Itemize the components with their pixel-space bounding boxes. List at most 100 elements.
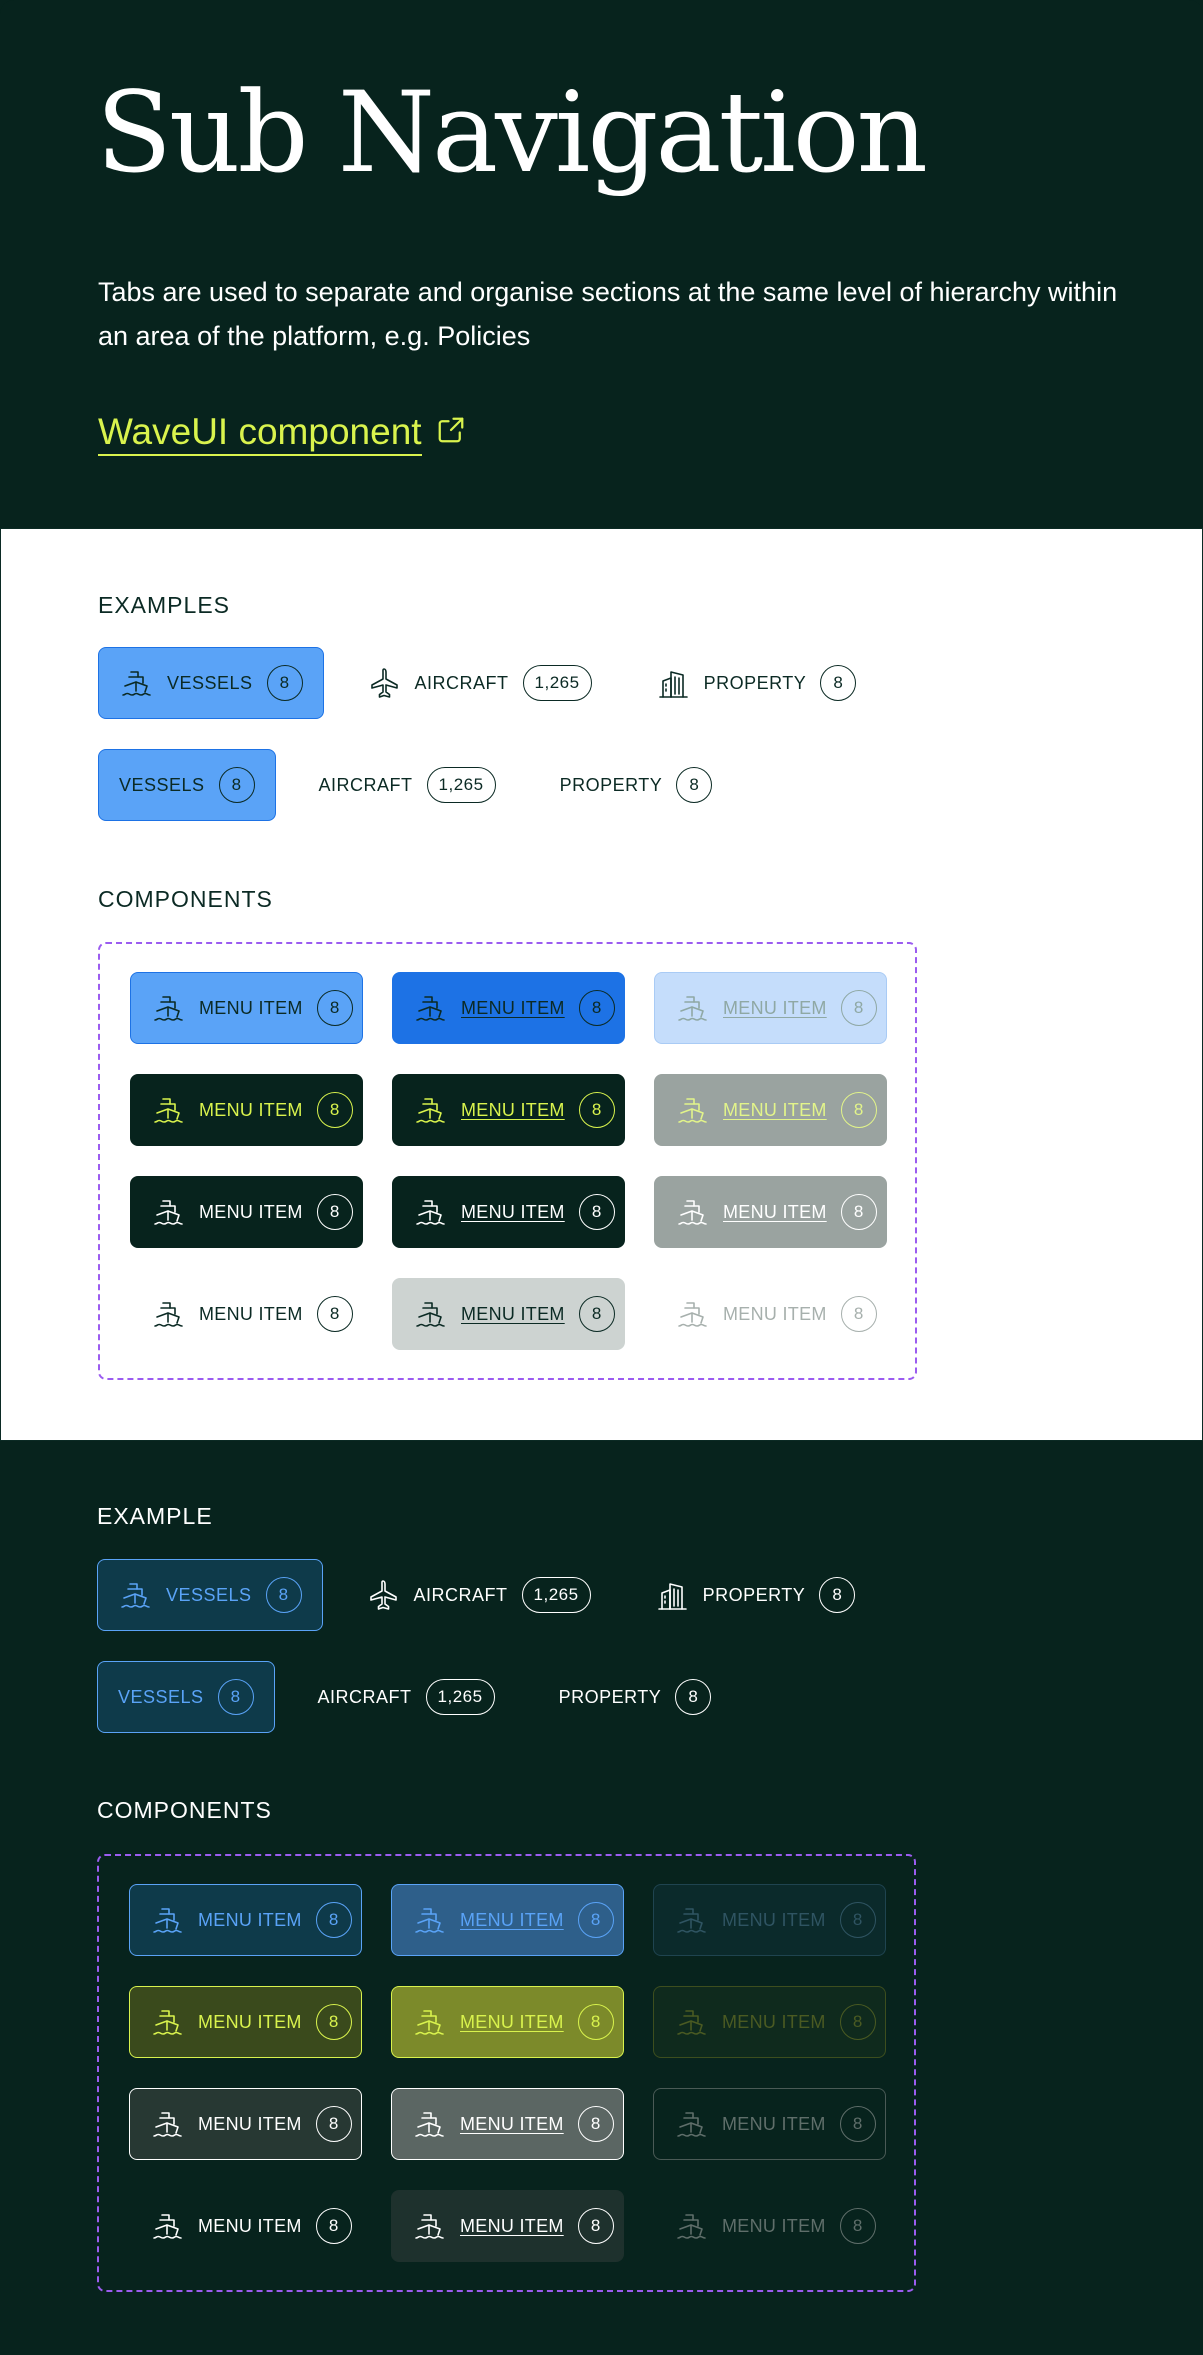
page-description: Tabs are used to separate and organise s… bbox=[98, 277, 1118, 351]
menu-item-label: MENU ITEM bbox=[461, 1099, 565, 1120]
menu-item-variant[interactable]: MENU ITEM 8 bbox=[392, 1278, 625, 1350]
menu-item-label: MENU ITEM bbox=[722, 2215, 826, 2236]
ship-icon bbox=[674, 1903, 708, 1937]
airplane-icon bbox=[366, 1578, 400, 1612]
tab-label: VESSELS bbox=[167, 672, 253, 693]
menu-item-variant[interactable]: MENU ITEM 8 bbox=[654, 1278, 887, 1350]
example-heading: EXAMPLE bbox=[97, 1503, 213, 1529]
menu-item-label: MENU ITEM bbox=[460, 2113, 564, 2134]
ship-icon bbox=[675, 1195, 709, 1229]
ship-icon bbox=[413, 1195, 447, 1229]
ship-icon bbox=[150, 2107, 184, 2141]
tab-property[interactable]: PROPERTY 8 bbox=[539, 749, 734, 821]
ship-icon bbox=[412, 2005, 446, 2039]
count-badge: 8 bbox=[315, 2106, 352, 2142]
menu-item-label: MENU ITEM bbox=[199, 997, 303, 1018]
airplane-icon bbox=[367, 666, 401, 700]
menu-item-label: MENU ITEM bbox=[723, 1201, 827, 1222]
count-badge: 8 bbox=[577, 2004, 614, 2040]
component-variants-box-dark: MENU ITEM 8 MENU ITEM 8 MENU ITEM 8 MENU IT… bbox=[97, 1854, 916, 2292]
count-badge: 8 bbox=[316, 1194, 353, 1230]
menu-item-label: MENU ITEM bbox=[199, 1303, 303, 1324]
count-badge: 8 bbox=[820, 665, 857, 701]
count-badge: 8 bbox=[578, 990, 615, 1026]
count-badge: 8 bbox=[578, 1296, 615, 1332]
menu-item-label: MENU ITEM bbox=[199, 1201, 303, 1222]
building-icon bbox=[656, 666, 690, 700]
count-badge: 8 bbox=[315, 2004, 352, 2040]
ship-icon bbox=[119, 666, 153, 700]
menu-item-variant[interactable]: MENU ITEM 8 bbox=[130, 1176, 363, 1248]
component-variants-box: MENU ITEM 8 MENU ITEM 8 MENU ITEM 8 MENU IT… bbox=[98, 942, 917, 1380]
building-icon bbox=[655, 1578, 689, 1612]
count-badge: 8 bbox=[266, 665, 303, 701]
menu-item-label: MENU ITEM bbox=[460, 2011, 564, 2032]
count-badge: 8 bbox=[577, 2106, 614, 2142]
count-badge: 1,265 bbox=[521, 1577, 591, 1613]
ship-icon bbox=[151, 1297, 185, 1331]
ship-icon bbox=[118, 1578, 152, 1612]
menu-item-variant[interactable]: MENU ITEM 8 bbox=[391, 2190, 624, 2262]
menu-item-variant[interactable]: MENU ITEM 8 bbox=[391, 1986, 624, 2058]
menu-item-label: MENU ITEM bbox=[198, 1909, 302, 1930]
waveui-component-link[interactable]: WaveUI component bbox=[98, 410, 466, 456]
menu-item-variant[interactable]: MENU ITEM 8 bbox=[391, 2088, 624, 2160]
menu-item-label: MENU ITEM bbox=[723, 1303, 827, 1324]
tab-label: PROPERTY bbox=[702, 1584, 806, 1605]
menu-item-label: MENU ITEM bbox=[460, 1909, 564, 1930]
tab-label: VESSELS bbox=[119, 774, 205, 795]
count-badge: 8 bbox=[577, 1902, 614, 1938]
menu-item-label: MENU ITEM bbox=[723, 997, 827, 1018]
menu-item-label: MENU ITEM bbox=[461, 1201, 565, 1222]
count-badge: 1,265 bbox=[426, 767, 496, 803]
menu-item-label: MENU ITEM bbox=[460, 2215, 564, 2236]
count-badge: 8 bbox=[840, 1296, 877, 1332]
menu-item-variant[interactable]: MENU ITEM 8 bbox=[391, 1884, 624, 1956]
tab-label: PROPERTY bbox=[559, 774, 663, 795]
count-badge: 1,265 bbox=[522, 665, 592, 701]
count-badge: 8 bbox=[577, 2208, 614, 2244]
ship-icon bbox=[150, 2209, 184, 2243]
ship-icon bbox=[674, 2005, 708, 2039]
menu-item-label: MENU ITEM bbox=[198, 2215, 302, 2236]
tab-vessels[interactable]: VESSELS 8 bbox=[98, 647, 324, 719]
ship-icon bbox=[413, 991, 447, 1025]
count-badge: 8 bbox=[316, 1092, 353, 1128]
menu-item-label: MENU ITEM bbox=[461, 1303, 565, 1324]
tab-label: PROPERTY bbox=[558, 1686, 662, 1707]
count-badge: 8 bbox=[676, 767, 713, 803]
tab-vessels[interactable]: VESSELS 8 bbox=[98, 749, 276, 821]
ship-icon bbox=[151, 991, 185, 1025]
count-badge: 8 bbox=[218, 767, 255, 803]
